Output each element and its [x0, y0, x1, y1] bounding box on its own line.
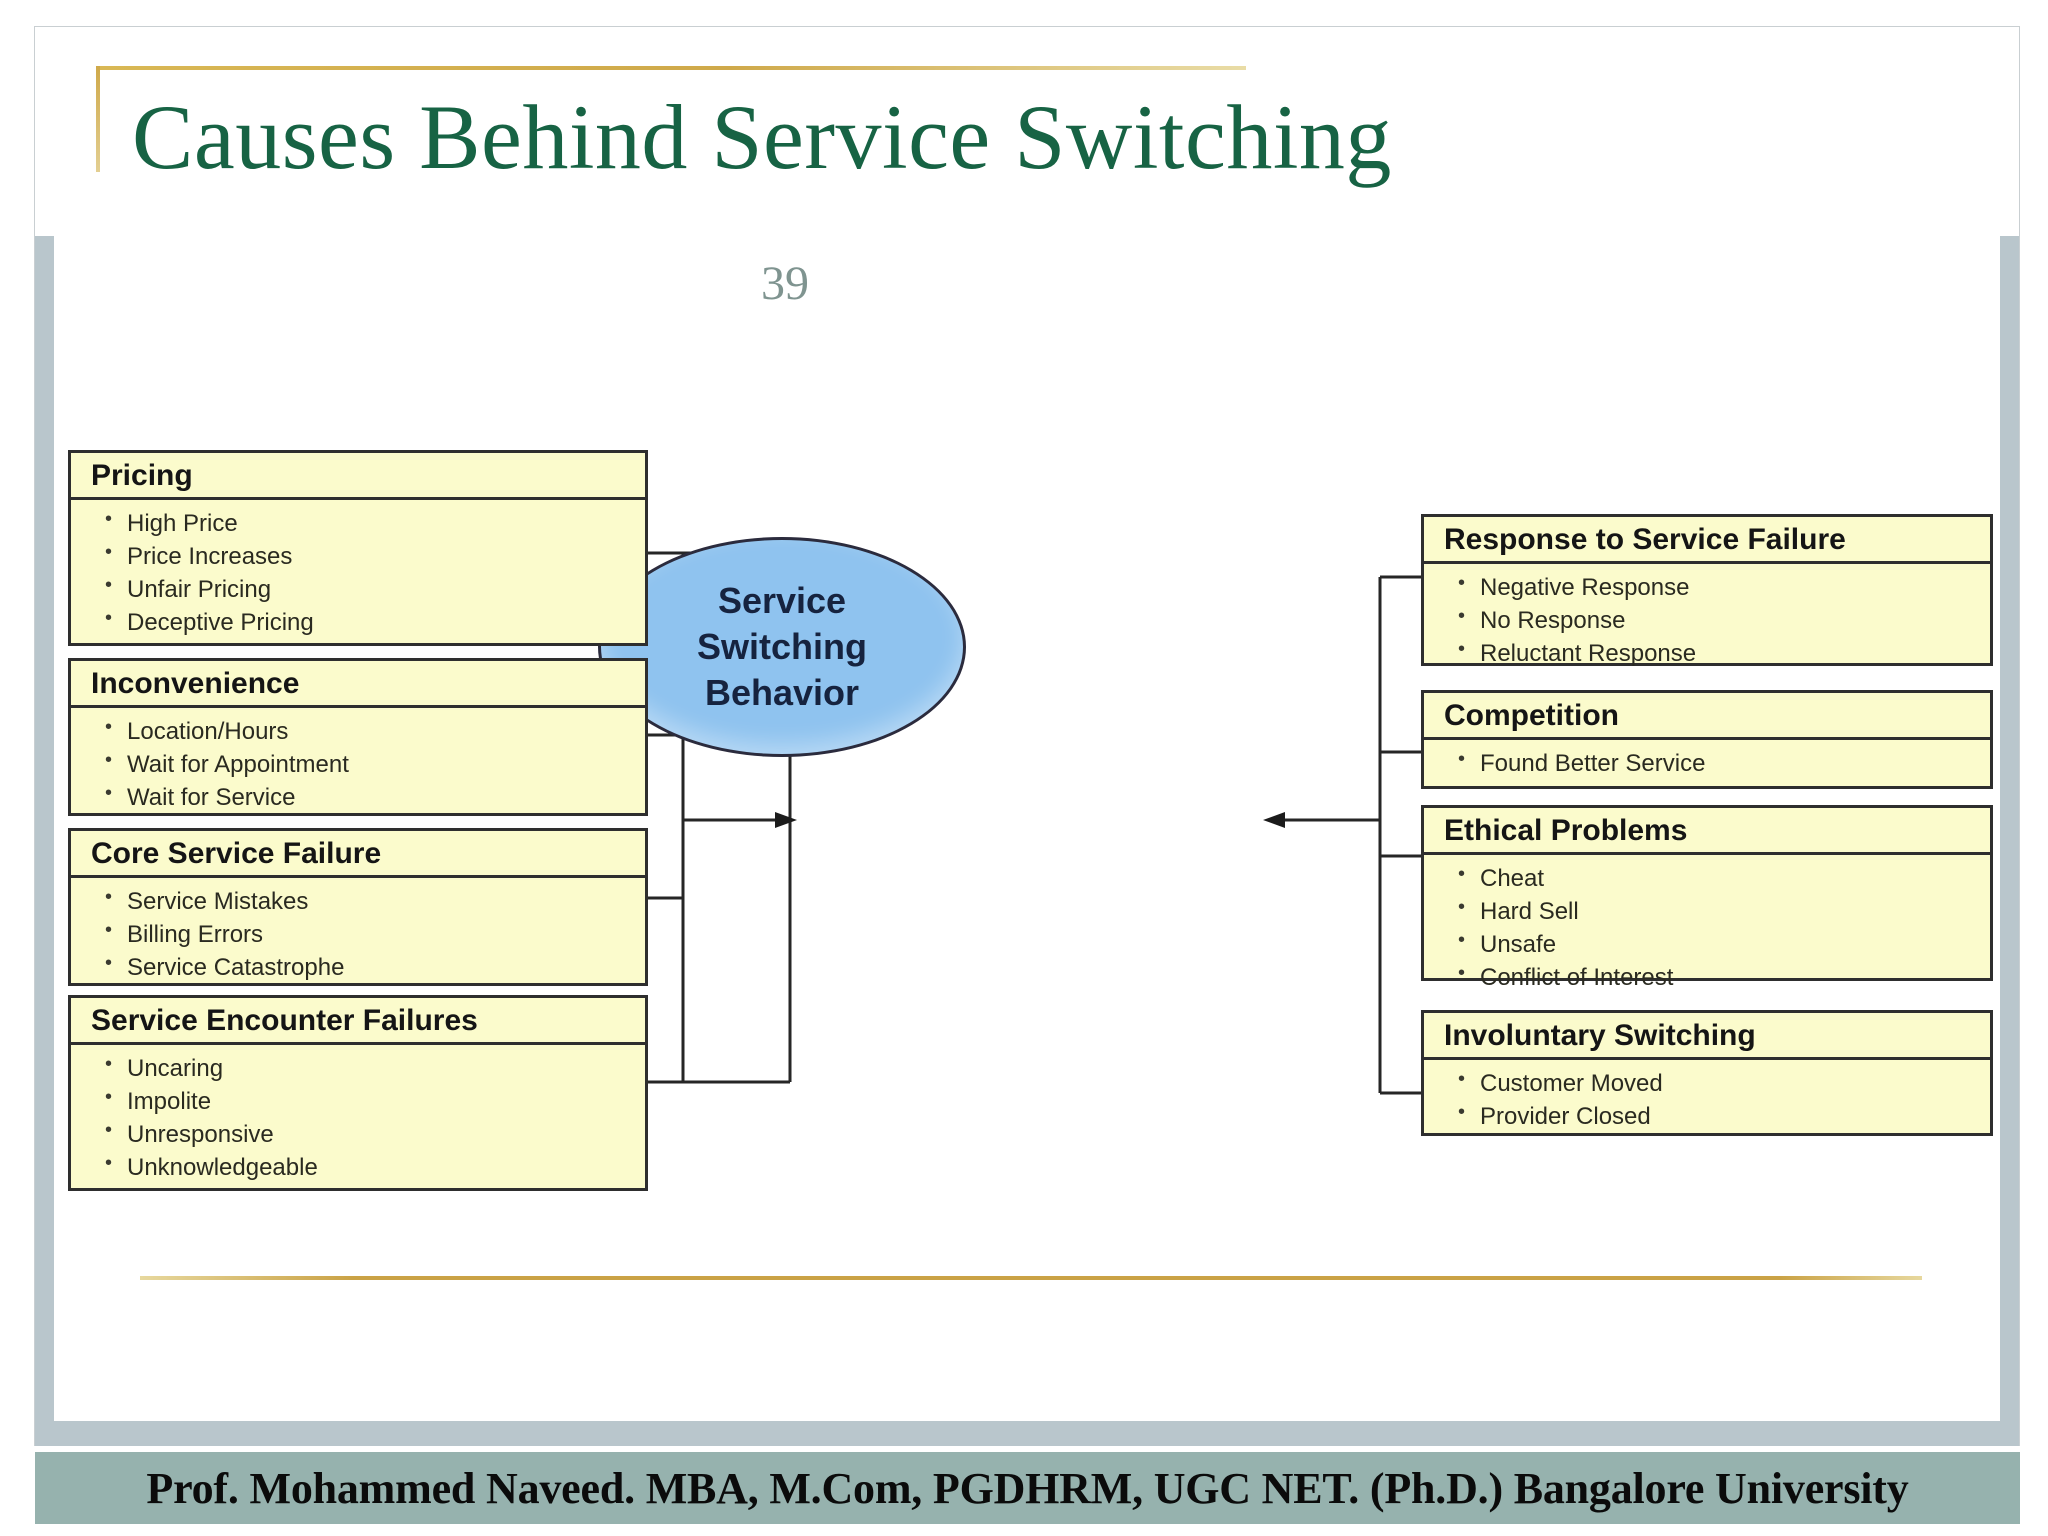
footer-bar	[35, 1452, 2020, 1524]
list-item: Billing Errors	[105, 917, 645, 951]
category-box-pricing[interactable]: Pricing High Price Price Increases Unfai…	[68, 450, 648, 646]
list-item: No Response	[1458, 603, 1990, 637]
list-item: Unsafe	[1458, 927, 1990, 961]
list-item: Impolite	[105, 1084, 645, 1118]
footer-text: Prof. Mohammed Naveed. MBA, M.Com, PGDHR…	[146, 1463, 1909, 1513]
list-item: Deceptive Pricing	[105, 605, 645, 639]
category-item-list: Location/Hours Wait for Appointment Wait…	[71, 708, 645, 821]
list-item: Price Increases	[105, 539, 645, 573]
page-title: Causes Behind Service Switching	[132, 86, 1392, 188]
list-item: High Price	[105, 505, 645, 540]
list-item: Provider Closed	[1458, 1099, 1990, 1133]
category-heading: Ethical Problems	[1424, 808, 1990, 855]
bottom-gold-rule	[140, 1276, 1922, 1280]
category-box-core-service-failure[interactable]: Core Service Failure Service Mistakes Bi…	[68, 828, 648, 986]
category-item-list: Service Mistakes Billing Errors Service …	[71, 878, 645, 991]
category-box-ethical-problems[interactable]: Ethical Problems Cheat Hard Sell Unsafe …	[1421, 805, 1993, 991]
category-item-list: High Price Price Increases Unfair Pricin…	[71, 500, 645, 646]
core-node-label: Service Switching Behavior	[697, 579, 867, 714]
list-item: Wait for Appointment	[105, 747, 645, 781]
category-heading: Service Encounter Failures	[71, 998, 645, 1045]
title-rule-top	[96, 66, 1246, 70]
category-item-list: Uncaring Impolite Unresponsive Unknowled…	[71, 1045, 645, 1191]
category-heading: Pricing	[71, 453, 645, 500]
list-item: Uncaring	[105, 1050, 645, 1085]
core-node-service-switching-behavior[interactable]: Service Switching Behavior	[598, 537, 966, 757]
list-item: Service Mistakes	[105, 883, 645, 918]
category-heading: Competition	[1424, 693, 1990, 740]
list-item: Cheat	[1458, 860, 1990, 895]
category-box-response-to-service-failure[interactable]: Response to Service Failure Negative Res…	[1421, 514, 1993, 667]
list-item: Unfair Pricing	[105, 572, 645, 606]
category-box-inconvenience[interactable]: Inconvenience Location/Hours Wait for Ap…	[68, 658, 648, 816]
list-item: Reluctant Response	[1458, 636, 1990, 670]
category-heading: Involuntary Switching	[1424, 1013, 1990, 1060]
slide-number: 39	[761, 257, 809, 310]
title-rule-left	[96, 66, 100, 172]
list-item: Wait for Service	[105, 780, 645, 814]
list-item: Conflict of Interest	[1458, 960, 1990, 994]
category-heading: Core Service Failure	[71, 831, 645, 878]
list-item: Unresponsive	[105, 1117, 645, 1151]
list-item: Hard Sell	[1458, 894, 1990, 928]
list-item: Service Catastrophe	[105, 950, 645, 984]
category-heading: Response to Service Failure	[1424, 517, 1990, 564]
category-item-list: Customer Moved Provider Closed	[1424, 1060, 1990, 1140]
list-item: Location/Hours	[105, 713, 645, 748]
category-box-service-encounter-failures[interactable]: Service Encounter Failures Uncaring Impo…	[68, 995, 648, 1191]
category-item-list: Cheat Hard Sell Unsafe Conflict of Inter…	[1424, 855, 1990, 1001]
list-item: Customer Moved	[1458, 1065, 1990, 1100]
category-box-involuntary-switching[interactable]: Involuntary Switching Customer Moved Pro…	[1421, 1010, 1993, 1136]
list-item: Negative Response	[1458, 569, 1990, 604]
category-item-list: Negative Response No Response Reluctant …	[1424, 564, 1990, 677]
category-box-competition[interactable]: Competition Found Better Service	[1421, 690, 1993, 789]
list-item: Found Better Service	[1458, 745, 1990, 780]
list-item: Unknowledgeable	[105, 1150, 645, 1184]
category-item-list: Found Better Service	[1424, 740, 1990, 787]
category-heading: Inconvenience	[71, 661, 645, 708]
